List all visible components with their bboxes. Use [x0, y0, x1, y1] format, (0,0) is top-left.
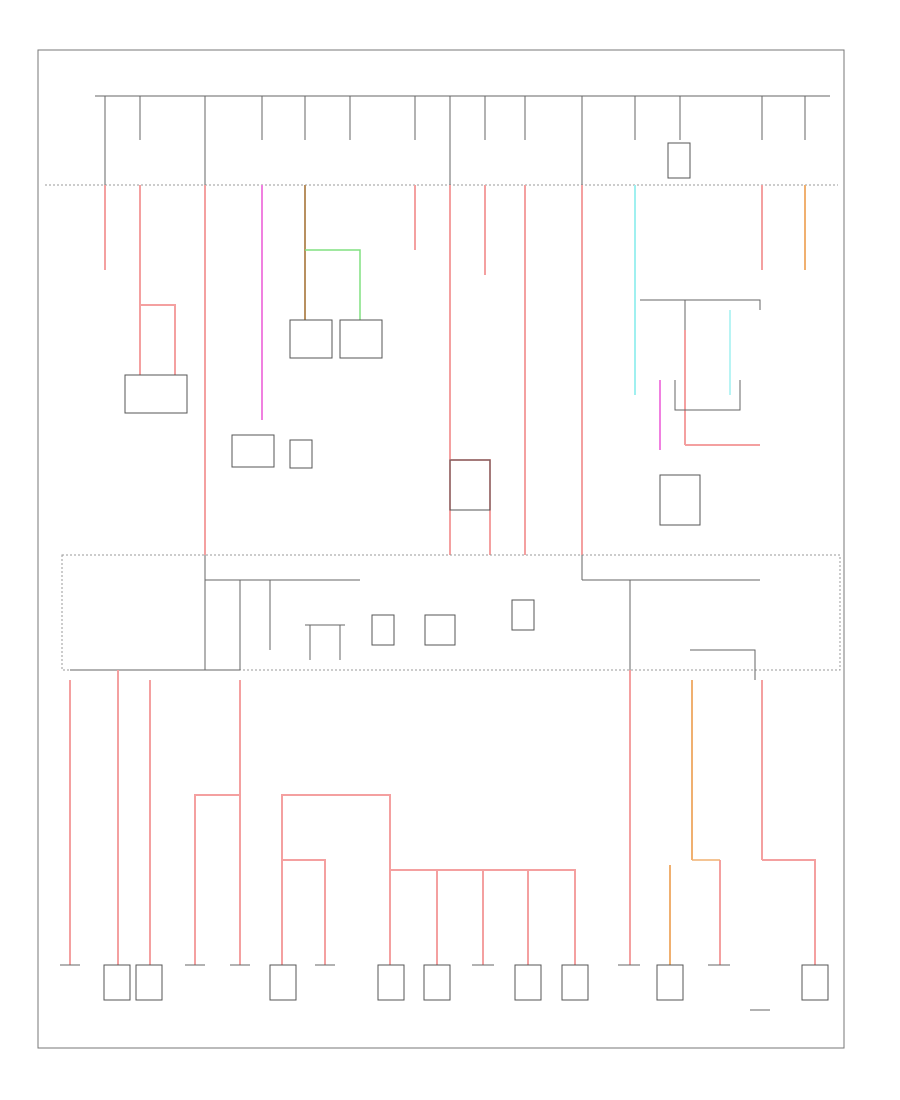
interior-fuse-box: [61, 554, 841, 671]
top-fuse-row: [104, 96, 806, 185]
upper-components: [124, 299, 761, 526]
lower-load-components: [60, 964, 829, 1011]
diagram-frame: [37, 49, 845, 1049]
relay-box-top-right: [667, 142, 691, 179]
lower-red-wires: [69, 670, 816, 965]
upper-red-wires: [104, 185, 763, 555]
interior-fuse-components: [70, 555, 756, 680]
green-wire: [305, 249, 361, 320]
